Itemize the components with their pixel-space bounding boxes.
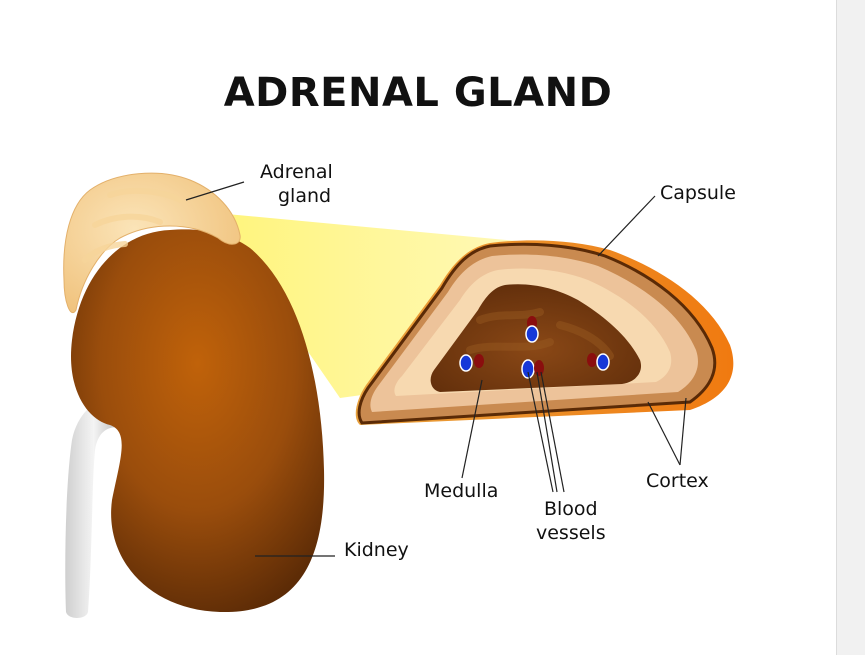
leader-lines [185, 181, 687, 557]
ureter [65, 399, 122, 618]
label-cortex: Cortex [646, 470, 709, 492]
label-adrenal-gland-line2: gland [278, 185, 332, 207]
adrenal-gland-shape [63, 172, 241, 313]
label-blood-vessels: Blood vessels [536, 497, 606, 545]
blood-vessels [459, 316, 610, 379]
right-scroll-gutter [836, 0, 865, 655]
label-adrenal-gland: Adrenal gland [260, 160, 333, 208]
label-capsule: Capsule [660, 182, 736, 204]
label-blood-vessels-line2: vessels [536, 522, 606, 544]
label-medulla: Medulla [424, 480, 499, 502]
kidney-shape [70, 229, 325, 613]
label-kidney: Kidney [344, 539, 409, 561]
label-blood-vessels-line1: Blood [543, 498, 598, 520]
medulla-texture [466, 308, 614, 360]
adrenal-gland-texture [82, 187, 183, 263]
label-adrenal-gland-line1: Adrenal [260, 161, 333, 183]
diagram-title: ADRENAL GLAND [223, 70, 613, 116]
